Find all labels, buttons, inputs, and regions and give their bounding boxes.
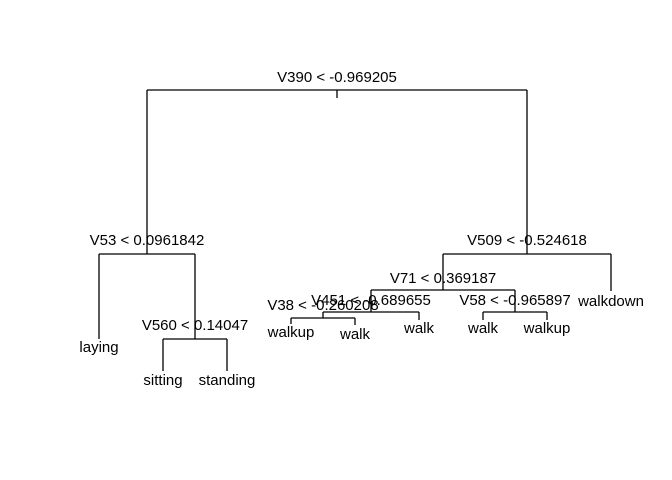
split-label-n6: V71 < 0.369187 [390, 270, 496, 287]
leaf-label-l_laying: laying [79, 339, 118, 356]
leaf-label-l_sitting: sitting [143, 372, 182, 389]
leaf-label-l_walk3: walk [467, 320, 499, 337]
tree-edges [98, 89, 612, 371]
split-label-n13: V58 < -0.965897 [459, 292, 570, 309]
split-label-n24: V38 < -0.260208 [267, 297, 378, 314]
leaf-label-l_walkup2: walkup [523, 320, 571, 337]
split-label-n5: V560 < 0.14047 [142, 317, 248, 334]
leaf-label-l_walkdown: walkdown [577, 293, 644, 310]
split-label-n12: V451 < -0.689655 [311, 292, 431, 309]
leaf-label-l_walk1: walk [339, 326, 371, 343]
split-label-n2: V53 < 0.0961842 [90, 232, 205, 249]
split-label-root: V390 < -0.969205 [277, 69, 397, 86]
leaf-label-l_standing: standing [199, 372, 256, 389]
leaf-label-l_walkup1: walkup [267, 324, 315, 341]
split-label-n3: V509 < -0.524618 [467, 232, 587, 249]
leaf-label-l_walk2: walk [403, 320, 435, 337]
